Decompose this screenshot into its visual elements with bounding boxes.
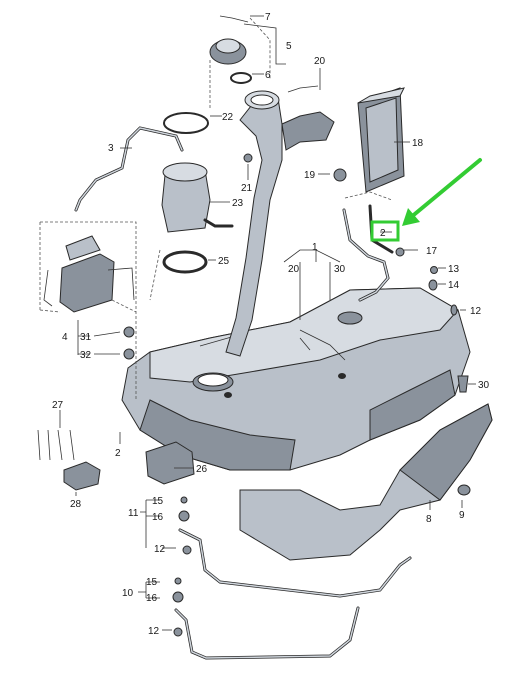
callout-27: 27	[52, 400, 64, 411]
highlight-box	[370, 220, 400, 242]
fuel-pump-unit	[161, 162, 234, 233]
callout-15-low: 15	[146, 577, 158, 588]
filler-neck	[225, 90, 335, 357]
callout-22: 22	[222, 112, 234, 123]
callout-30-right: 30	[478, 380, 490, 391]
callout-4: 4	[62, 332, 68, 343]
callout-26: 26	[196, 464, 208, 475]
callout-16-mid: 16	[152, 512, 164, 523]
callout-14: 14	[448, 280, 460, 291]
fasteners	[123, 85, 471, 637]
callout-13: 13	[448, 264, 460, 275]
callout-11: 11	[128, 508, 139, 519]
highlight-arrowhead	[402, 208, 420, 226]
callout-19: 19	[304, 170, 316, 181]
callout-5: 5	[286, 41, 292, 52]
callout-3: 3	[108, 143, 114, 154]
callout-2-left: 2	[115, 448, 121, 459]
callout-12-low: 12	[148, 626, 160, 637]
callout-8: 8	[426, 514, 432, 525]
tank-strap-upper	[178, 528, 412, 598]
callout-1: 1	[312, 242, 318, 253]
callout-31: 31	[80, 332, 92, 343]
callout-18: 18	[412, 138, 424, 149]
highlight-indicator	[370, 158, 482, 242]
callout-12-right: 12	[470, 306, 482, 317]
filler-cap	[209, 15, 252, 84]
callout-6: 6	[265, 70, 271, 81]
callout-9: 9	[459, 510, 465, 521]
fuel-line	[74, 126, 184, 212]
callout-15-mid: 15	[152, 496, 164, 507]
group-outlines	[39, 17, 393, 400]
callout-28: 28	[70, 499, 82, 510]
callout-7: 7	[265, 12, 271, 23]
charcoal-canister	[357, 87, 405, 193]
callout-10: 10	[122, 588, 134, 599]
callout-20-tank: 20	[288, 264, 300, 275]
control-module	[145, 441, 195, 485]
leader-lines	[59, 15, 476, 631]
connector-block	[63, 461, 101, 491]
callout-16-low: 16	[146, 593, 158, 604]
seal-ring	[163, 112, 209, 134]
heat-shield	[239, 403, 493, 561]
callout-12-mid: 12	[154, 544, 166, 555]
callout-23: 23	[232, 198, 244, 209]
vent-line	[342, 204, 394, 302]
pump-module	[43, 235, 135, 313]
callout-2-highlighted: 2	[380, 228, 386, 239]
tank-strap-lower	[174, 606, 360, 660]
callout-20-top: 20	[314, 56, 326, 67]
callout-17: 17	[426, 246, 438, 257]
callout-21: 21	[241, 183, 253, 194]
callout-32: 32	[80, 350, 92, 361]
callout-25: 25	[218, 256, 230, 267]
highlight-arrow	[408, 158, 482, 220]
callout-labels: 7 5 6 20 22 3 18 19 21 23 25 2 17 13 14 …	[52, 12, 490, 637]
wire-harness	[37, 429, 75, 461]
locking-ring	[162, 250, 208, 274]
callout-30-tank: 30	[334, 264, 346, 275]
